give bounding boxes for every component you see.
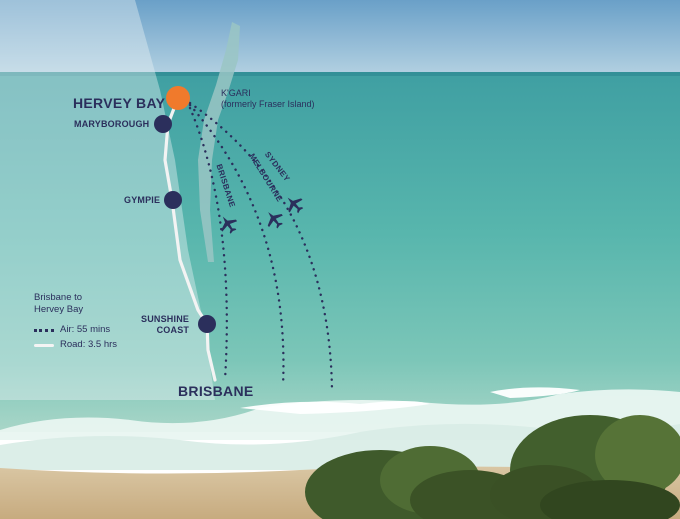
road-route-swatch [34,343,54,347]
label-hervey-bay: HERVEY BAY [73,95,166,111]
label-brisbane: BRISBANE [178,383,254,399]
label-kgari-note: (formerly Fraser Island) [221,99,315,109]
marker-maryborough[interactable] [154,115,172,133]
legend-air-label: Air: 55 mins [60,324,111,335]
marker-gympie[interactable] [164,191,182,209]
airplane-icon [221,216,238,234]
legend-road-label: Road: 3.5 hrs [60,339,118,350]
airplane-icon [267,212,283,229]
label-kgari: K'GARI (formerly Fraser Island) [221,88,315,110]
label-sunshine-coast-line2: COAST [156,325,190,335]
air-route-brisbane [188,106,229,382]
legend-road: Road: 3.5 hrs [34,339,117,351]
marker-sunshine-coast[interactable] [198,315,216,333]
air-route-swatch [34,328,54,332]
foliage [305,415,680,519]
label-sunshine-coast: SUNSHINE COAST [141,314,189,336]
legend-title-line2: Hervey Bay [34,304,84,315]
road-route [163,96,217,382]
airplane-icon [287,197,304,214]
label-sunshine-coast-line1: SUNSHINE [141,314,190,324]
legend: Brisbane to Hervey Bay Air: 55 mins Road… [34,292,117,351]
legend-title-line1: Brisbane to [34,292,83,303]
marker-hervey-bay[interactable] [166,86,190,110]
label-maryborough: MARYBOROUGH [74,119,150,129]
label-gympie: GYMPIE [124,195,161,205]
legend-air: Air: 55 mins [34,324,117,336]
air-route-melbourne [188,103,285,388]
island-shape [198,22,240,262]
label-kgari-name: K'GARI [221,88,251,98]
